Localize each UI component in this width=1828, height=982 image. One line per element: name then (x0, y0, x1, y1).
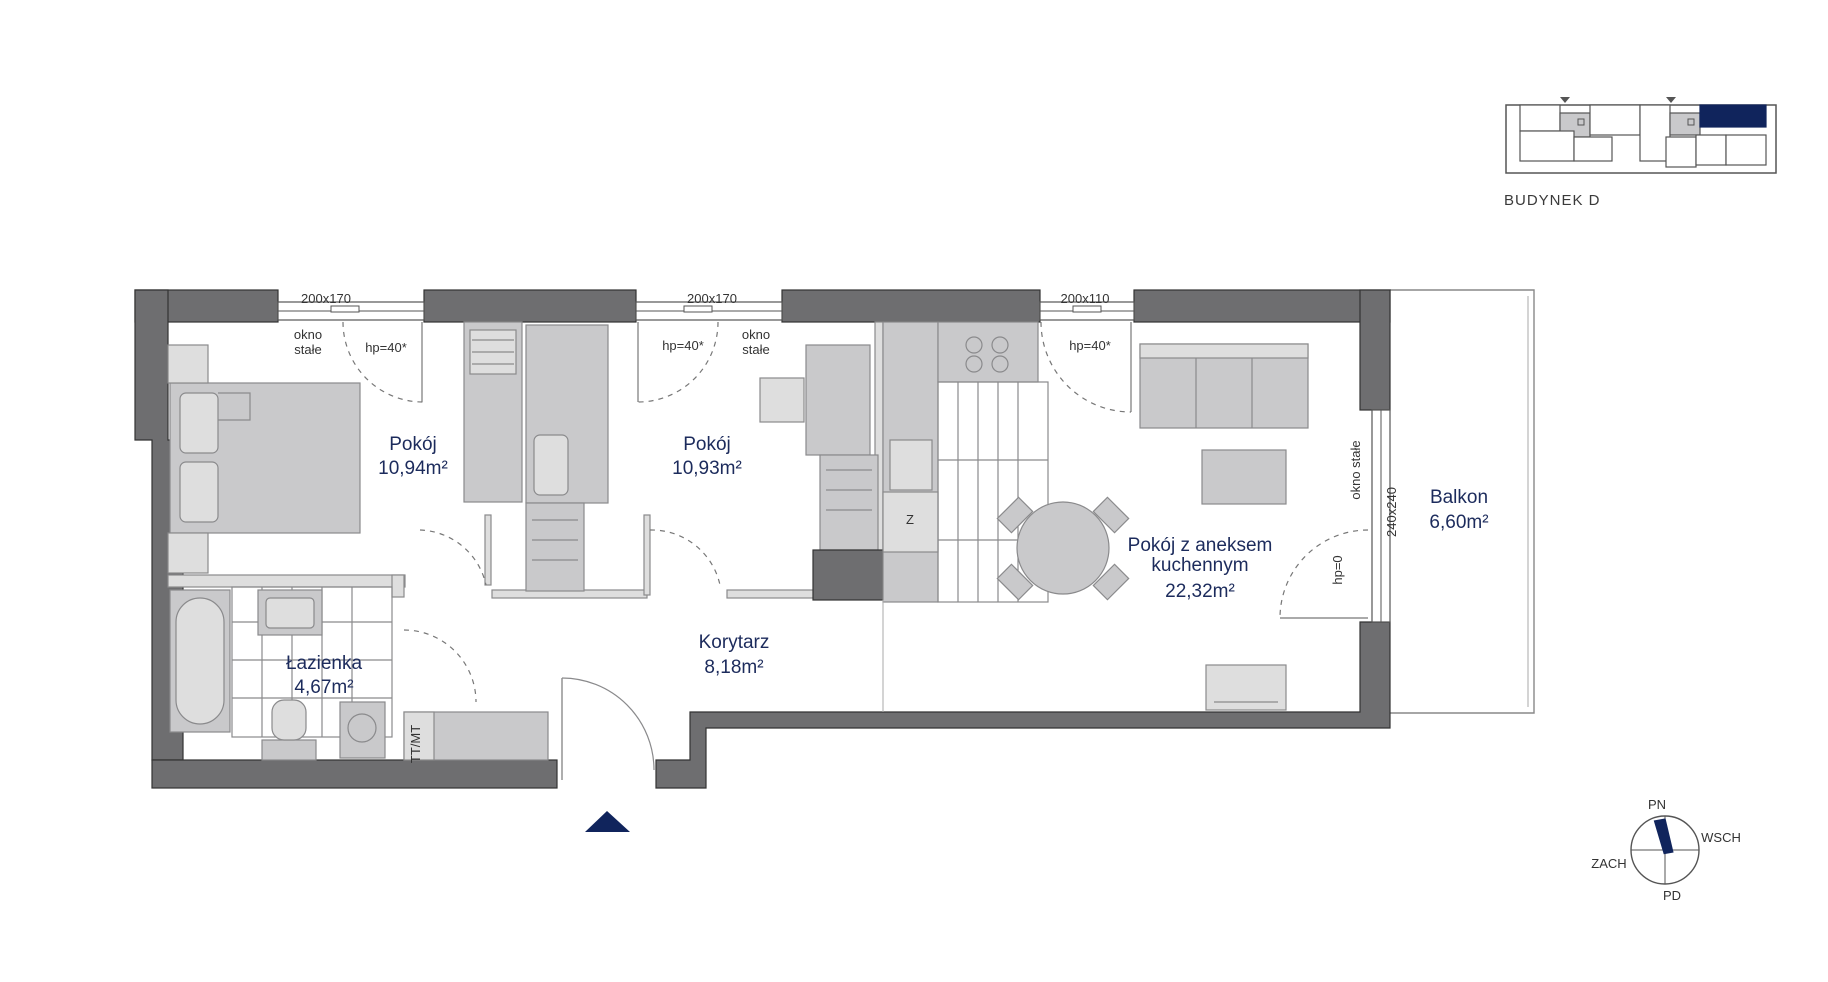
room-korytarz-area: 8,18m² (704, 657, 763, 678)
balcony-door-size: 240x240 (1384, 487, 1399, 537)
room-pokoj-1-area: 10,94m² (378, 458, 448, 479)
room-salon-area: 22,32m² (1165, 581, 1235, 602)
window-1-hp: hp=40* (365, 340, 407, 355)
bathtub (169, 589, 231, 733)
window-1-note-2: stałe (294, 342, 321, 357)
window-2-size: 200x170 (687, 291, 737, 306)
room-salon-name-1: Pokój z aneksem (1128, 535, 1273, 556)
coffee-table (1201, 449, 1287, 505)
room-pokoj-2-area: 10,93m² (672, 458, 742, 479)
entrance-door (561, 677, 655, 832)
compass-w: ZACH (1591, 856, 1626, 871)
compass: PN WSCH PD ZACH (1591, 797, 1741, 903)
room-lazienka-name: Łazienka (286, 653, 362, 674)
window-1: 200x170 okno stałe hp=40* (277, 291, 425, 403)
room-balkon-area: 6,60m² (1429, 512, 1488, 533)
bed-single (525, 324, 609, 504)
window-1-size: 200x170 (301, 291, 351, 306)
room-korytarz-name: Korytarz (699, 632, 770, 653)
washbasin (257, 589, 323, 636)
window-3-size: 200x110 (1061, 291, 1110, 306)
tv-unit (1205, 664, 1287, 711)
key-plan-highlight (1699, 104, 1767, 128)
sofa (1139, 343, 1309, 429)
window-1-note-1: okno (294, 327, 322, 342)
bed-double (169, 382, 361, 534)
window-3-hp: hp=40* (1069, 338, 1111, 353)
kitchen-counter: Z (882, 321, 1039, 603)
room-pokoj-2-name: Pokój (683, 434, 731, 455)
washer-label: TT/MT (408, 725, 423, 763)
balcony-door-hp: hp=0 (1330, 555, 1345, 584)
wardrobe-2 (525, 502, 585, 592)
entrance-arrow-icon (585, 811, 630, 832)
shaft (812, 549, 884, 601)
room-balkon-name: Balkon (1430, 487, 1488, 508)
compass-s: PD (1663, 888, 1681, 903)
window-2-note-1: okno (742, 327, 770, 342)
room-lazienka-area: 4,67m² (294, 677, 353, 698)
kitchen-cabinets-left (819, 454, 879, 551)
hall-wardrobe: TT/MT (403, 711, 549, 763)
balcony-door: okno stałe 240x240 hp=0 (1279, 409, 1399, 623)
fridge-label: Z (906, 512, 914, 527)
desk-chair (759, 344, 871, 456)
key-plan: BUDYNEK D (1504, 97, 1777, 209)
toilet (261, 699, 317, 761)
window-2-note-2: stałe (742, 342, 769, 357)
compass-n: PN (1648, 797, 1666, 812)
dining-table (996, 496, 1130, 601)
window-2: 200x170 okno stałe hp=40* (635, 291, 783, 403)
nightstand-1 (167, 344, 209, 384)
nightstand-2 (167, 532, 209, 574)
balcony-outline (1390, 289, 1535, 714)
room-pokoj-1-name: Pokój (389, 434, 437, 455)
compass-e: WSCH (1701, 830, 1741, 845)
window-3: 200x110 hp=40* (1039, 291, 1135, 413)
washing-machine (339, 701, 386, 759)
room-salon-name-2: kuchennym (1151, 555, 1248, 576)
window-2-hp: hp=40* (662, 338, 704, 353)
compass-needle-icon (1653, 818, 1674, 855)
key-plan-label: BUDYNEK D (1504, 192, 1601, 209)
balcony-door-note: okno stałe (1348, 440, 1363, 499)
floor-tiles-kitchen (937, 381, 1049, 603)
wardrobe-1 (463, 321, 523, 503)
